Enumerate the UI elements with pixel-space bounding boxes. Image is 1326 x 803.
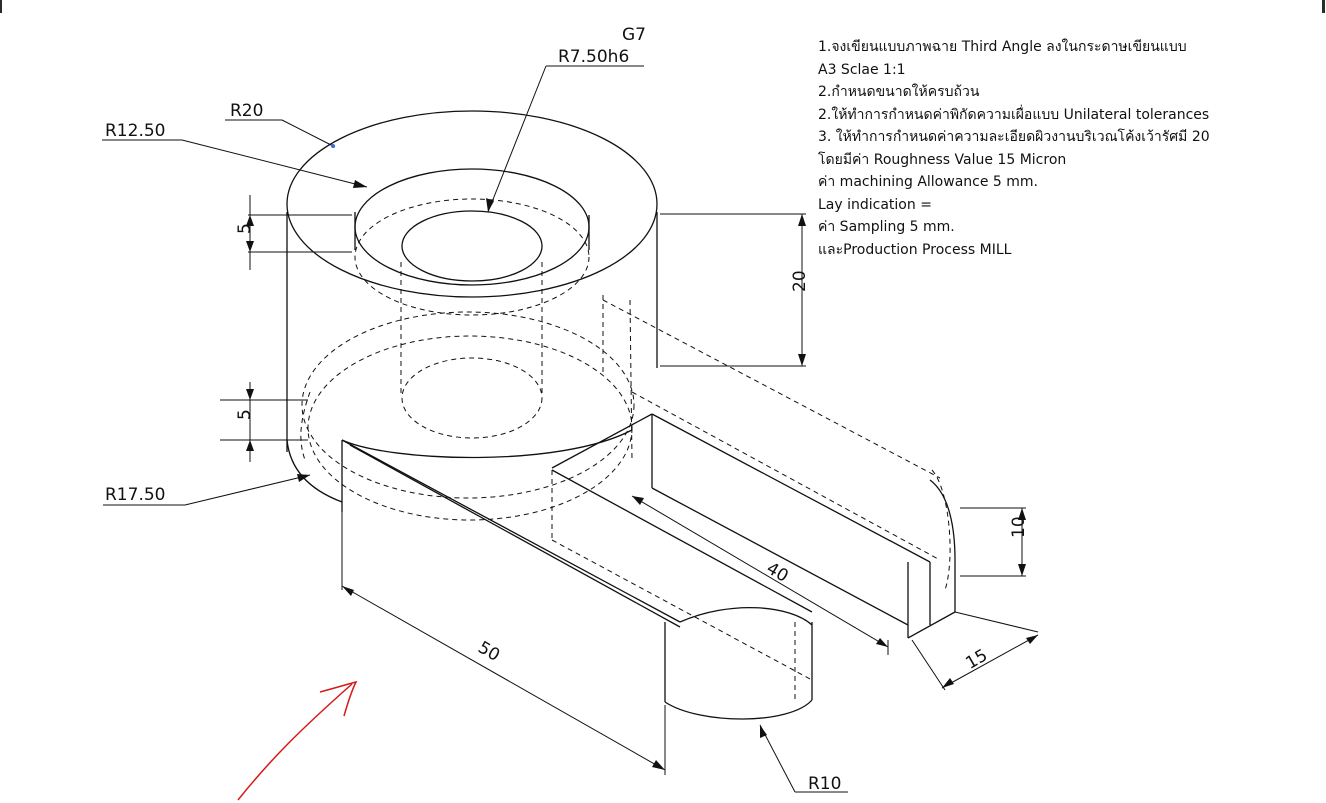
hidden-bore-bottom bbox=[401, 357, 543, 439]
dim-20: 20 bbox=[790, 270, 810, 292]
boss-top-rim bbox=[286, 110, 658, 298]
boss-bottom-front bbox=[286, 439, 343, 503]
dim-r1250: R12.50 bbox=[105, 121, 165, 141]
hidden-boss-base-lower bbox=[307, 335, 633, 521]
counterbore-rim bbox=[354, 168, 590, 286]
hidden-boss-base-upper bbox=[301, 311, 635, 499]
border-mark-left bbox=[0, 0, 2, 13]
note-line: 2.กำหนดขนาดให้ครบถ้วน bbox=[818, 84, 980, 100]
dim-r1750: R17.50 bbox=[105, 485, 165, 505]
note-line: 1.จงเขียนแบบภาพฉาย Third Angle ลงในกระดา… bbox=[818, 39, 1187, 55]
dimension-lines bbox=[102, 65, 1039, 793]
note-line: โดยมีค่า Roughness Value 15 Micron bbox=[818, 151, 1067, 168]
arrowheads bbox=[246, 180, 1038, 770]
dim-g7: G7 bbox=[622, 25, 646, 45]
boss-front-lower-curve bbox=[341, 429, 633, 459]
dim-40: 40 bbox=[763, 559, 792, 587]
note-line: ค่า Sampling 5 mm. bbox=[818, 219, 955, 235]
hidden-lines bbox=[300, 198, 951, 700]
dim-5-bottom: 5 bbox=[235, 409, 255, 420]
note-line: 2.ให้ทำการกำหนดค่าพิกัดความเผื่อแบบ Unil… bbox=[818, 106, 1210, 123]
slotted-arm bbox=[341, 413, 956, 720]
dim-r20: R20 bbox=[230, 101, 263, 121]
note-line: A3 Sclae 1:1 bbox=[818, 61, 906, 78]
dim-10: 10 bbox=[1009, 516, 1029, 538]
note-line: 3. ให้ทำการกำหนดค่าความละเอียดผิวงานบริเ… bbox=[818, 129, 1210, 145]
dim-5-top: 5 bbox=[235, 223, 255, 234]
bore-rim bbox=[401, 210, 543, 282]
dim-50: 50 bbox=[474, 638, 503, 666]
dim-r750h6: R7.50h6 bbox=[558, 47, 629, 67]
selection-marker bbox=[331, 144, 335, 148]
hidden-counterbore-bottom bbox=[354, 198, 590, 316]
note-line: และProduction Process MILL bbox=[818, 241, 1012, 258]
instruction-notes: 1.จงเขียนแบบภาพฉาย Third Angle ลงในกระดา… bbox=[818, 36, 1318, 261]
dim-r10: R10 bbox=[808, 774, 841, 794]
border-mark-right bbox=[1322, 0, 1325, 13]
note-line: ค่า machining Allowance 5 mm. bbox=[818, 174, 1038, 190]
note-line: Lay indication = bbox=[818, 196, 932, 213]
dim-15: 15 bbox=[962, 646, 991, 674]
red-annotation-arrow bbox=[237, 680, 358, 801]
